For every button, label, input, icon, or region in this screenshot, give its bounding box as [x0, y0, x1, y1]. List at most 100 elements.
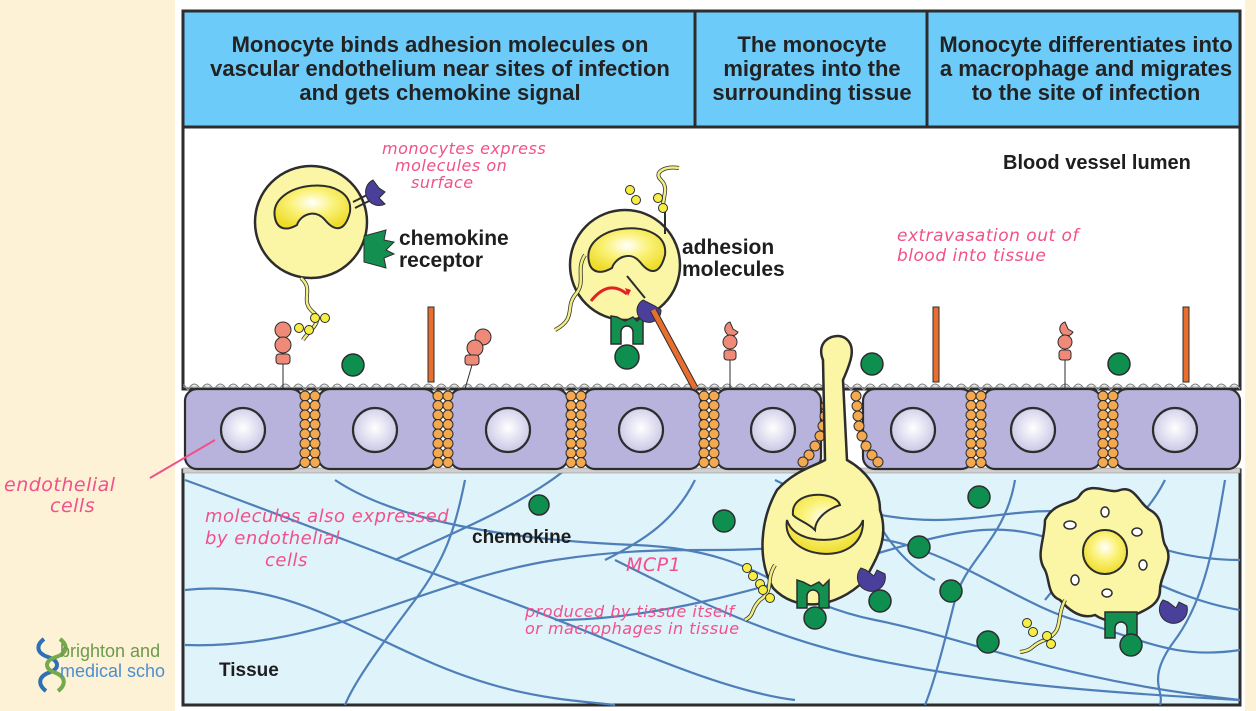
junction-bead — [575, 447, 587, 459]
chemokines-in-tissue — [528, 485, 1000, 654]
monocyte-2 — [553, 165, 699, 390]
junction-bead — [309, 438, 321, 449]
junction-bead — [432, 447, 444, 459]
junction-bead — [432, 428, 444, 440]
junction-bead — [442, 419, 454, 430]
junction-bead — [575, 419, 587, 430]
step-3-header: Monocyte differentiates into a macrophag… — [939, 32, 1233, 105]
diagram-figure: Monocyte binds adhesion molecules on vas… — [175, 0, 1245, 711]
junction-bead — [442, 409, 454, 421]
junction-bead — [309, 390, 321, 402]
junction-bead — [299, 438, 311, 449]
endothelial-nuclei — [219, 406, 1199, 454]
junction-bead — [965, 447, 977, 459]
junction-bead — [975, 409, 987, 421]
junction-bead — [965, 400, 977, 411]
junction-bead — [565, 390, 577, 402]
junction-bead — [442, 390, 454, 402]
adhesion-molecules-label-line1: adhesion — [682, 236, 775, 259]
adhesion-molecules-label-line2: molecules — [682, 258, 785, 281]
junction-bead — [1107, 457, 1119, 468]
junction-bead — [1097, 419, 1109, 430]
step-2-header: The monocyte migrates into the surroundi… — [712, 32, 912, 105]
junction-bead — [1097, 438, 1109, 449]
annotation-mcp1: MCP1 — [626, 554, 682, 576]
junction-bead — [965, 438, 977, 449]
junction-bead — [809, 440, 821, 452]
junction-bead — [698, 409, 710, 421]
junction-bead — [309, 457, 321, 468]
annotation-extravasation-1: extravasation out of — [897, 226, 1079, 246]
junction-bead — [299, 400, 311, 411]
junction-bead — [565, 457, 577, 468]
junction-bead — [708, 447, 720, 459]
junction-bead — [975, 428, 987, 440]
junction-bead — [965, 390, 977, 402]
junction-bead — [299, 409, 311, 421]
junction-bead — [299, 419, 311, 430]
junction-bead — [965, 428, 977, 440]
basement-membrane — [182, 467, 1241, 474]
junction-bead — [432, 400, 444, 411]
annotation-endothelial-2: cells — [50, 495, 96, 517]
junction-bead — [708, 457, 720, 468]
chemokine-receptor-label-line2: receptor — [399, 249, 484, 272]
selectin — [464, 328, 492, 390]
junction-bead — [975, 390, 987, 402]
junction-bead — [309, 409, 321, 421]
junction-bead — [708, 419, 720, 430]
selectin — [1057, 321, 1074, 389]
junction-bead — [442, 457, 454, 468]
junction-bead — [698, 400, 710, 411]
junction-bead — [965, 419, 977, 430]
junction-bead — [1107, 447, 1119, 459]
junction-bead — [432, 409, 444, 421]
junction-bead — [309, 447, 321, 459]
junction-bead — [708, 409, 720, 421]
junction-bead — [803, 449, 815, 461]
junction-bead — [698, 428, 710, 440]
junction-bead — [698, 419, 710, 430]
junction-bead — [975, 447, 987, 459]
junction-bead — [975, 419, 987, 430]
junction-bead — [565, 409, 577, 421]
junction-bead — [432, 390, 444, 402]
junction-bead — [797, 456, 809, 468]
selectin — [274, 321, 292, 389]
junction-bead — [1107, 419, 1119, 430]
annotation-endothelial-stroke — [149, 439, 216, 479]
annotation-endothelial-1: endothelial — [4, 474, 116, 496]
junction-bead — [1107, 400, 1119, 411]
junction-bead — [575, 400, 587, 411]
junction-bead — [708, 390, 720, 402]
orange-adhesion-rods — [427, 306, 1190, 383]
junction-bead — [565, 438, 577, 449]
junction-bead — [299, 390, 311, 402]
junction-bead — [565, 419, 577, 430]
chemokine-receptor-label-line1: chemokine — [399, 227, 509, 250]
junction-bead — [309, 428, 321, 440]
junction-bead — [1097, 447, 1109, 459]
junction-bead — [698, 390, 710, 402]
junction-bead — [565, 400, 577, 411]
junction-bead — [866, 449, 878, 461]
junction-bead — [575, 409, 587, 421]
junction-bead — [965, 409, 977, 421]
junction-bead — [698, 447, 710, 459]
annotation-molecules-also-1: molecules also expressed — [205, 506, 450, 527]
selectin — [722, 321, 739, 389]
annotation-monocytes-express-1: monocytes express — [382, 139, 547, 158]
logo-text-line2: medical scho — [60, 661, 166, 681]
endothelial-adhesion-molecules — [274, 321, 1074, 390]
junction-bead — [1097, 390, 1109, 402]
chemokines-on-endothelium — [341, 352, 1131, 377]
annotation-molecules-also-2: by endothelial — [205, 528, 341, 549]
annotation-molecules-also-3: cells — [265, 550, 308, 571]
junction-bead — [442, 447, 454, 459]
junction-bead — [1097, 409, 1109, 421]
junction-bead — [442, 438, 454, 449]
junction-bead — [1107, 390, 1119, 402]
header-band — [181, 9, 1242, 129]
junction-bead — [442, 400, 454, 411]
annotation-monocytes-express-2: molecules on — [395, 156, 508, 175]
